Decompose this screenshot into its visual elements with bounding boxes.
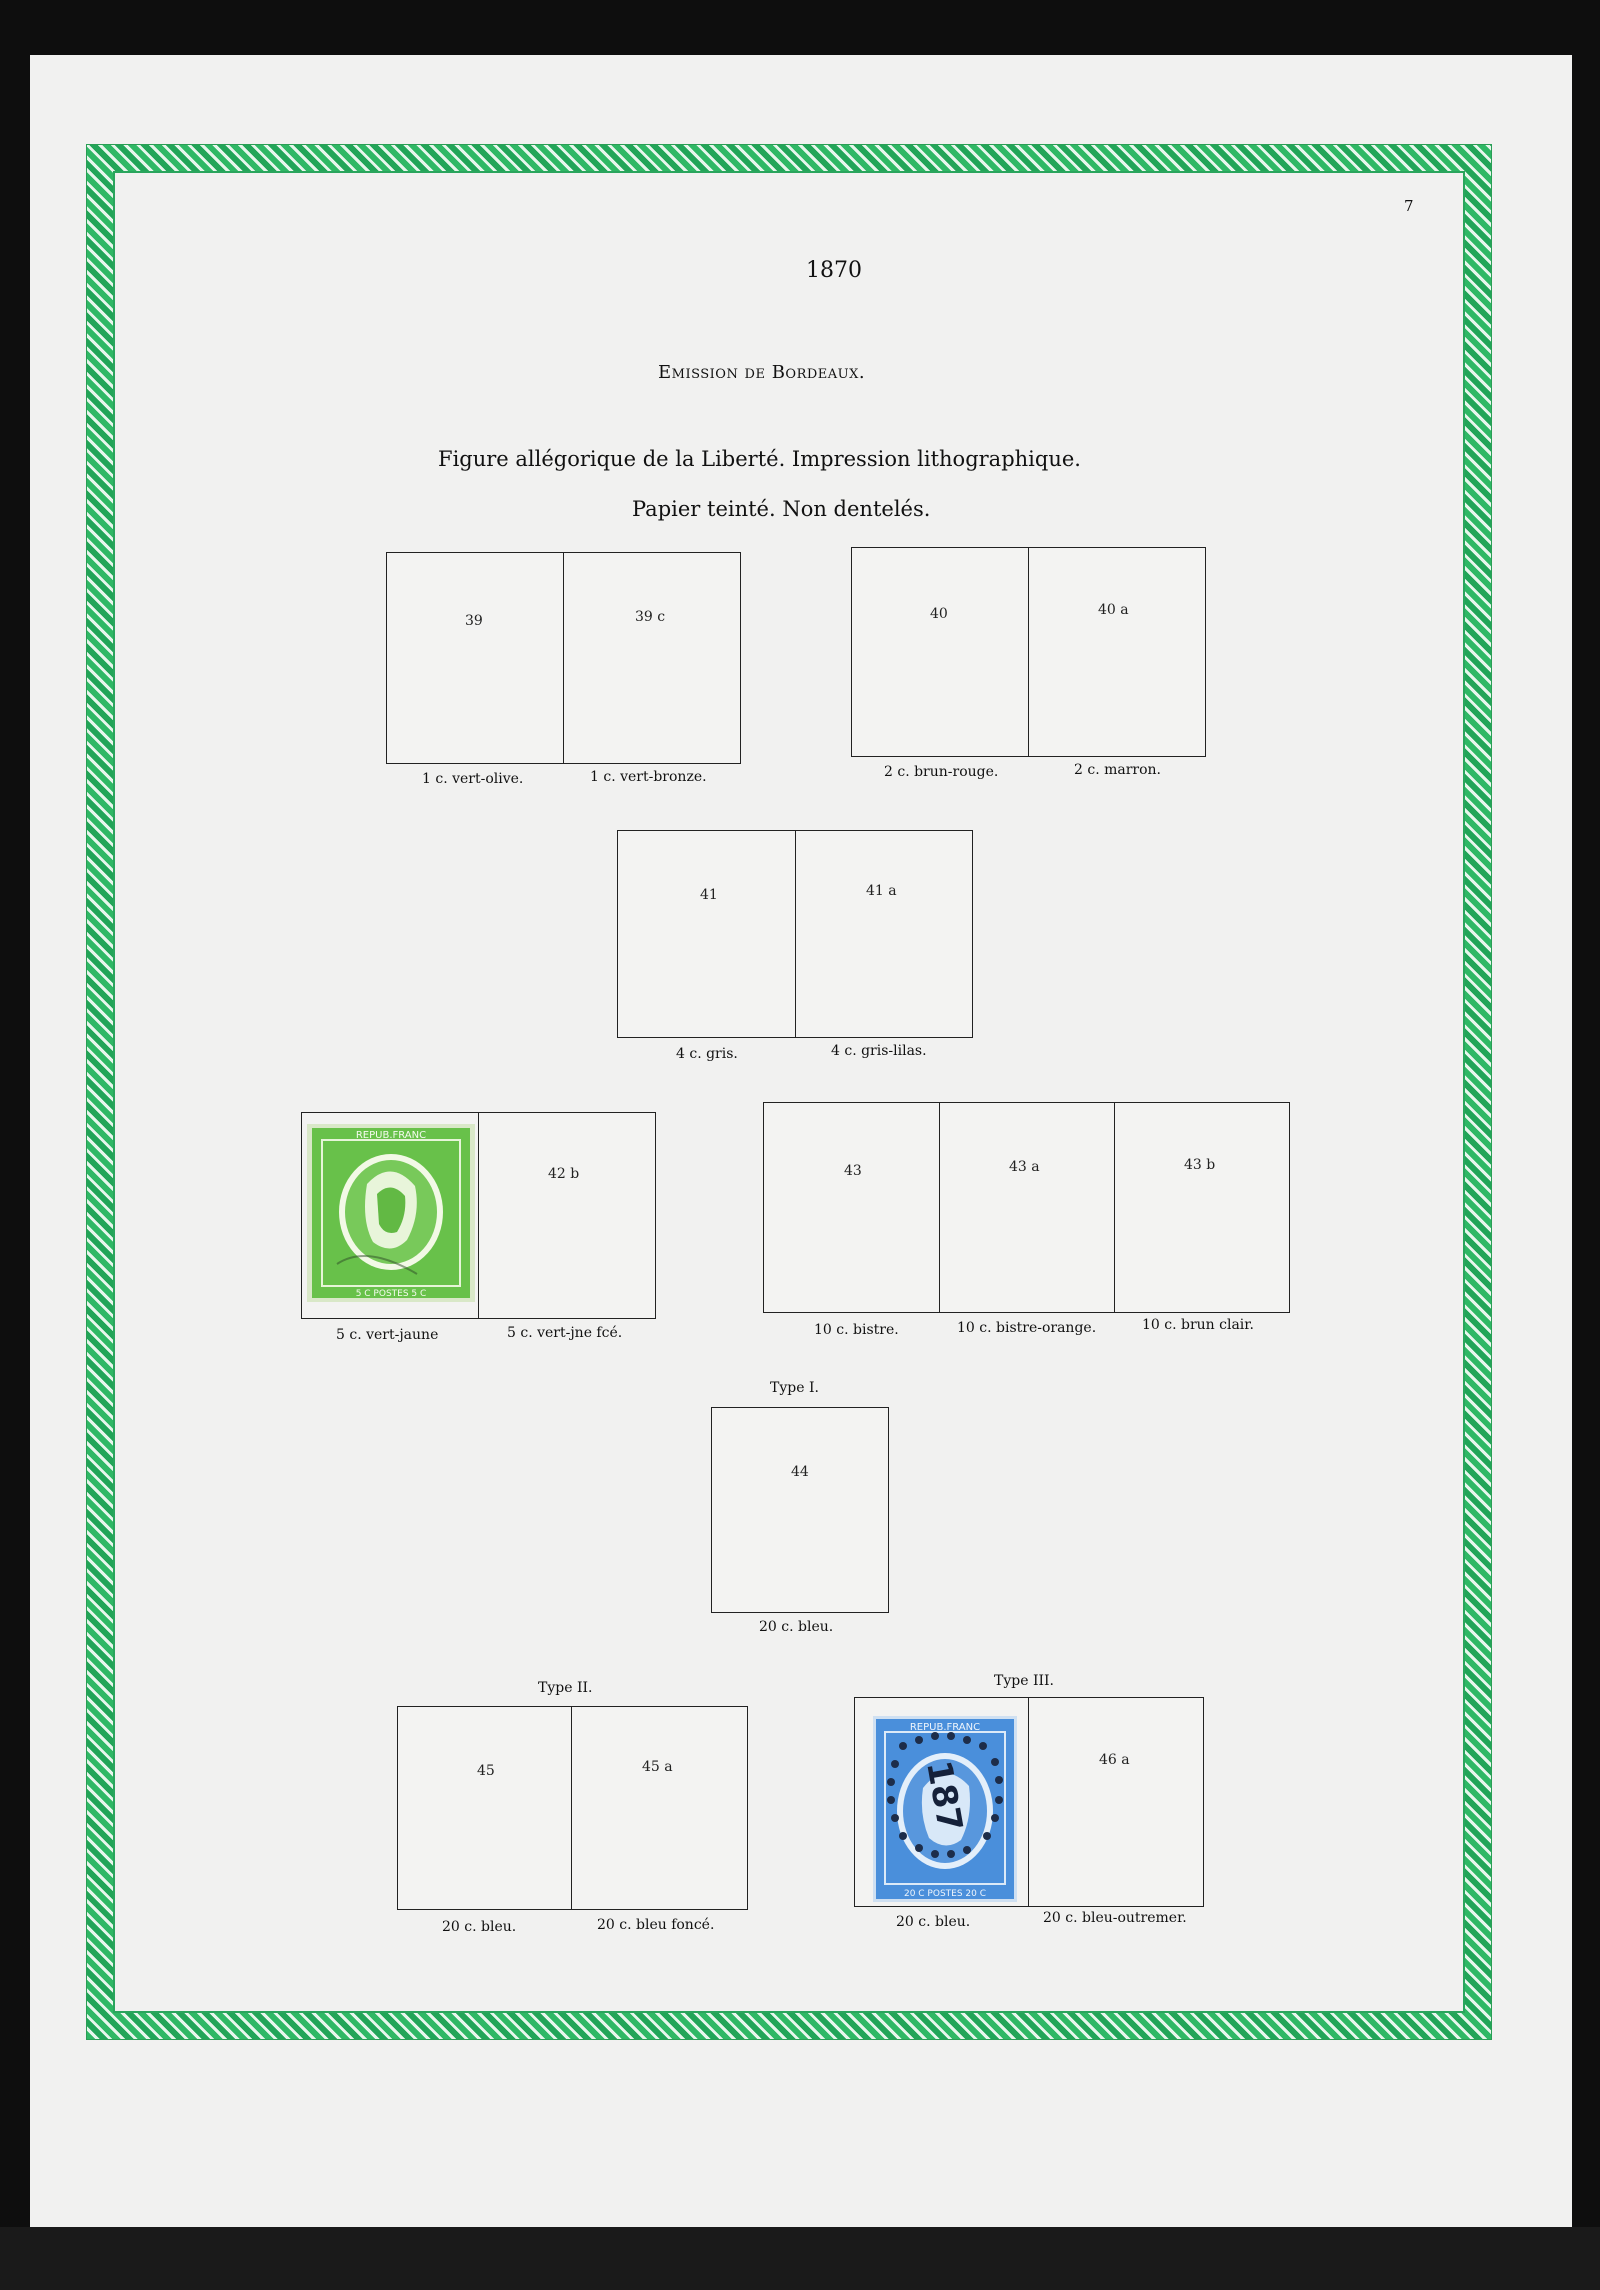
- subtitle-line-1: Figure allégorique de la Liberté. Impres…: [438, 447, 1081, 471]
- slot-number: 46 a: [1099, 1752, 1130, 1768]
- slot-divider: [1028, 1698, 1029, 1906]
- subtitle-line-2: Papier teinté. Non dentelés.: [632, 497, 931, 521]
- caption: 5 c. vert-jaune: [336, 1327, 439, 1343]
- slot-divider: [1028, 548, 1029, 756]
- year-heading: 1870: [806, 258, 862, 283]
- caption: 20 c. bleu-outremer.: [1043, 1910, 1187, 1926]
- caption: 20 c. bleu.: [759, 1619, 834, 1635]
- slot-number: 41: [700, 887, 718, 903]
- stamp-block-44: 44: [711, 1407, 889, 1613]
- slot-divider: [939, 1103, 940, 1312]
- slot-number: 41 a: [866, 883, 897, 899]
- caption: 20 c. bleu.: [442, 1919, 517, 1935]
- stamp-block-45: 45 45 a: [397, 1706, 748, 1910]
- type-label: Type II.: [538, 1680, 593, 1696]
- slot-number: 44: [791, 1464, 809, 1480]
- caption: 10 c. bistre.: [814, 1322, 899, 1338]
- stamp-5c-green: REPUB.FRANC 5 C POSTES 5 C: [307, 1124, 475, 1302]
- slot-number: 43 a: [1009, 1159, 1040, 1175]
- caption: 10 c. brun clair.: [1142, 1317, 1254, 1333]
- slot-number: 43 b: [1184, 1157, 1216, 1173]
- slot-divider: [571, 1707, 572, 1909]
- stamp-block-43: 43 43 a 43 b: [763, 1102, 1290, 1313]
- type-label: Type I.: [770, 1380, 819, 1396]
- stamp-text-top: REPUB.FRANC: [910, 1722, 980, 1733]
- slot-number: 45: [477, 1763, 495, 1779]
- caption: 2 c. brun-rouge.: [884, 764, 999, 780]
- caption: 2 c. marron.: [1074, 762, 1162, 778]
- slot-divider: [563, 553, 564, 763]
- slot-divider: [478, 1113, 479, 1318]
- slot-number: 40 a: [1098, 602, 1129, 618]
- stamp-text-bottom: 5 C POSTES 5 C: [356, 1289, 427, 1299]
- stamp-20c-blue: REPUB.FRANC 20 C POSTES 20 C 187: [873, 1716, 1017, 1902]
- stamp-block-40: 40 40 a: [851, 547, 1206, 757]
- stamp-block-39: 39 39 c: [386, 552, 741, 764]
- slot-divider: [795, 831, 796, 1037]
- stamp-text-top: REPUB.FRANC: [356, 1130, 426, 1141]
- slot-number: 43: [844, 1163, 862, 1179]
- caption: 4 c. gris-lilas.: [831, 1043, 927, 1059]
- caption: 5 c. vert-jne fcé.: [507, 1325, 623, 1341]
- greek-key-border: [86, 144, 1492, 2040]
- caption: 1 c. vert-olive.: [422, 771, 524, 787]
- slot-number: 45 a: [642, 1759, 673, 1775]
- section-title: Emission de Bordeaux.: [658, 362, 866, 383]
- caption: 10 c. bistre-orange.: [957, 1320, 1097, 1336]
- slot-number: 42 b: [548, 1166, 580, 1182]
- stamp-block-41: 41 41 a: [617, 830, 973, 1038]
- slot-number: 39 c: [635, 609, 666, 625]
- stamp-text-bottom: 20 C POSTES 20 C: [904, 1889, 986, 1899]
- caption: 20 c. bleu.: [896, 1914, 971, 1930]
- caption: 20 c. bleu foncé.: [597, 1917, 715, 1933]
- caption: 1 c. vert-bronze.: [590, 769, 707, 785]
- page-number: 7: [1404, 197, 1414, 215]
- slot-number: 40: [930, 606, 948, 622]
- page-content-area: [113, 171, 1465, 2013]
- type-label: Type III.: [994, 1673, 1054, 1689]
- caption: 4 c. gris.: [676, 1046, 738, 1062]
- slot-number: 39: [465, 613, 483, 629]
- slot-divider: [1114, 1103, 1115, 1312]
- page-bottom-shadow: [0, 2227, 1600, 2290]
